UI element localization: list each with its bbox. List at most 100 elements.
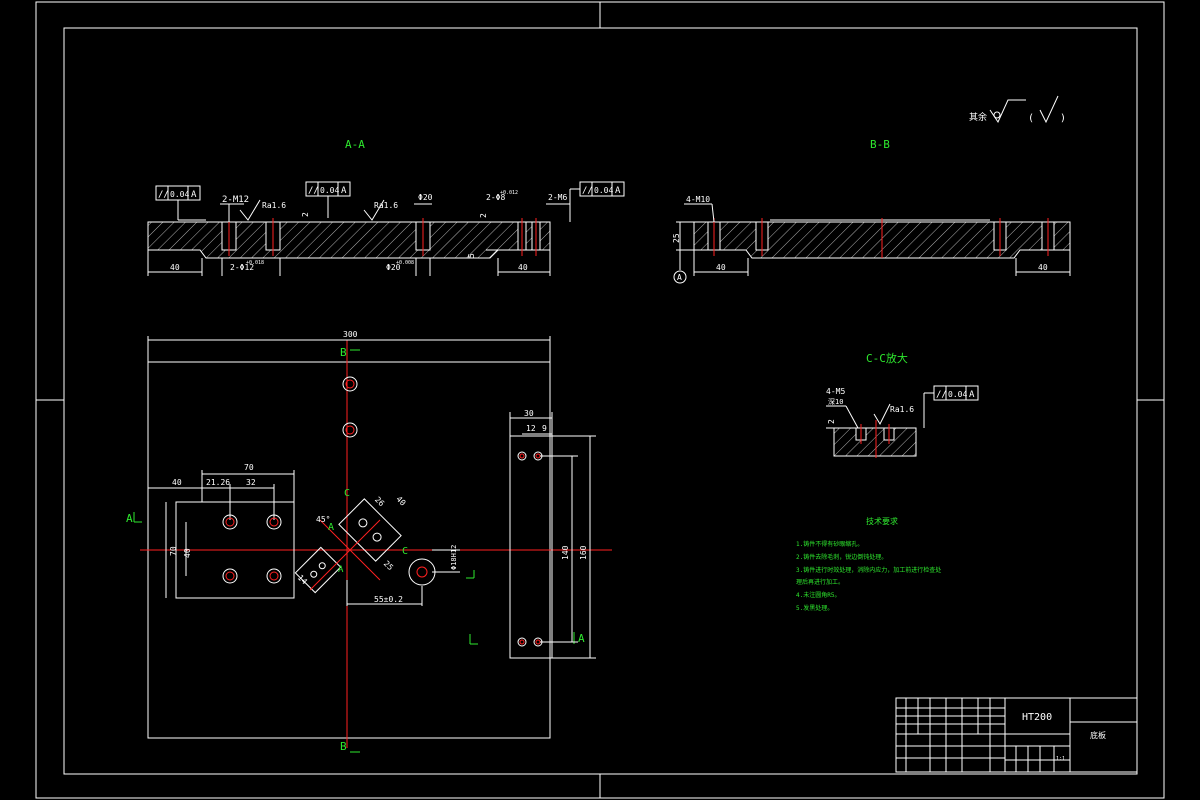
svg-text:140: 140 — [561, 545, 570, 560]
svg-text:2.铸件去除毛刺，锐边倒钝处理。: 2.铸件去除毛刺，锐边倒钝处理。 — [796, 553, 887, 561]
svg-text:C: C — [344, 488, 350, 499]
svg-text:0.04: 0.04 — [320, 186, 339, 195]
svg-text:4-M5: 4-M5 — [826, 387, 845, 396]
svg-text://: // — [936, 390, 947, 400]
svg-text:A: A — [126, 512, 133, 525]
svg-text:5: 5 — [467, 253, 476, 258]
part-name-label: 底板 — [1090, 730, 1106, 740]
section-bb: B-B 4-M10 25 A 40 40 — [672, 138, 1071, 284]
roughness-label: 其余 — [969, 111, 987, 123]
section-aa: A-A // 0.04 A — [147, 138, 625, 276]
svg-text:4.未注圆角R5。: 4.未注圆角R5。 — [796, 591, 840, 599]
svg-text:40: 40 — [394, 494, 407, 507]
svg-text:40: 40 — [183, 548, 192, 558]
roughness-note: 其余 ( ) — [969, 95, 1066, 124]
svg-text:21.26: 21.26 — [206, 478, 230, 487]
svg-text:Ra1.6: Ra1.6 — [374, 201, 398, 210]
title-block-grid — [896, 698, 1005, 772]
svg-text:160: 160 — [579, 545, 588, 560]
svg-text:70: 70 — [169, 546, 178, 556]
svg-text:A: A — [615, 186, 621, 196]
svg-text:55±0.2: 55±0.2 — [374, 595, 403, 604]
svg-text:理后再进行加工。: 理后再进行加工。 — [796, 578, 844, 586]
title-block: HT200 底板 1:1 — [895, 697, 1138, 773]
svg-text:Ra1.6: Ra1.6 — [890, 405, 914, 414]
svg-text:B: B — [340, 346, 347, 359]
svg-text:40: 40 — [518, 263, 528, 272]
svg-text:1.铸件不得有砂眼缩孔。: 1.铸件不得有砂眼缩孔。 — [796, 540, 863, 548]
svg-text:0.04: 0.04 — [170, 190, 189, 199]
svg-text:深10: 深10 — [828, 397, 843, 406]
svg-text:2-Φ12: 2-Φ12 — [230, 263, 254, 272]
svg-text:C: C — [402, 546, 408, 557]
svg-text:26: 26 — [373, 495, 386, 508]
bb-holes — [707, 218, 1055, 258]
ra-cc-icon — [873, 403, 891, 426]
svg-text:A: A — [328, 522, 334, 533]
svg-text:A: A — [191, 190, 197, 200]
ra-left-icon — [239, 199, 261, 221]
svg-text:25: 25 — [672, 233, 681, 243]
svg-text:2-Φ8: 2-Φ8 — [486, 193, 505, 202]
svg-text:70: 70 — [244, 463, 254, 472]
aa-tolerance-left: // 0.04 A — [155, 185, 206, 221]
svg-text:2: 2 — [479, 213, 488, 218]
svg-text:1:1: 1:1 — [1056, 756, 1065, 762]
svg-text://: // — [308, 186, 319, 196]
roughness-check-icon — [1039, 95, 1059, 124]
section-aa-title: A-A — [345, 138, 365, 151]
datum-a-marker — [673, 270, 687, 284]
svg-text:2: 2 — [827, 419, 836, 424]
svg-text:32: 32 — [246, 478, 256, 487]
svg-text:5.发黑处理。: 5.发黑处理。 — [796, 604, 833, 612]
svg-text:A: A — [677, 273, 682, 282]
aa-tolerance-right: // 0.04 A — [569, 181, 625, 222]
svg-text://: // — [158, 190, 169, 200]
svg-text:4-M10: 4-M10 — [686, 195, 710, 204]
section-bb-title: B-B — [870, 138, 890, 151]
aa-tolerance-mid: // 0.04 A — [305, 181, 351, 218]
svg-text:40: 40 — [172, 478, 182, 487]
svg-text:12: 12 — [526, 424, 536, 433]
svg-text:40: 40 — [716, 263, 726, 272]
sheet-frame — [35, 1, 1165, 799]
svg-text:B: B — [340, 740, 347, 753]
svg-text:Ra1.6: Ra1.6 — [262, 201, 286, 210]
svg-text:A: A — [338, 565, 344, 575]
section-cc-title: C-C放大 — [866, 351, 908, 365]
svg-text:+0.008: +0.008 — [396, 260, 414, 266]
svg-text:+0.018: +0.018 — [246, 260, 264, 266]
svg-text:Φ20: Φ20 — [386, 263, 401, 272]
svg-text:): ) — [1060, 113, 1066, 124]
section-cc: C-C放大 4-M5 深10 2 Ra1.6 // 0.04 A — [826, 351, 979, 458]
aa-holes — [221, 218, 541, 256]
svg-text:3.铸件进行时效处理，消除内应力，加工前进行检查处: 3.铸件进行时效处理，消除内应力，加工前进行检查处 — [796, 566, 941, 574]
ra-mid-icon — [363, 199, 385, 221]
svg-text:9: 9 — [542, 424, 547, 433]
svg-text:2-M6: 2-M6 — [548, 193, 567, 202]
svg-text:A: A — [578, 632, 585, 645]
svg-text:2-M12: 2-M12 — [222, 195, 249, 205]
technical-requirements: 技术要求 1.铸件不得有砂眼缩孔。 2.铸件去除毛刺，锐边倒钝处理。 3.铸件进… — [796, 516, 941, 612]
svg-text:(: ( — [1028, 113, 1034, 124]
svg-text:0.04: 0.04 — [948, 390, 967, 399]
svg-text:40: 40 — [1038, 263, 1048, 272]
svg-text:+0.012: +0.012 — [500, 190, 518, 196]
svg-text:40: 40 — [170, 263, 180, 272]
svg-text:300: 300 — [343, 330, 358, 339]
roughness-symbol-icon — [989, 99, 1026, 124]
svg-text:A: A — [969, 390, 975, 400]
svg-text:30: 30 — [524, 409, 534, 418]
material-label: HT200 — [1022, 712, 1052, 723]
svg-text:Φ18H12: Φ18H12 — [450, 545, 458, 570]
plan-view: 300 B B A A 70 40 21.26 32 — [126, 330, 612, 753]
svg-text:A: A — [341, 186, 347, 196]
svg-text://: // — [582, 186, 593, 196]
tech-req-title: 技术要求 — [866, 516, 898, 526]
svg-text:2: 2 — [301, 212, 310, 217]
svg-text:25: 25 — [382, 559, 395, 572]
svg-text:Φ20: Φ20 — [418, 193, 433, 202]
svg-text:0.04: 0.04 — [594, 186, 613, 195]
svg-text:45°: 45° — [316, 515, 330, 524]
